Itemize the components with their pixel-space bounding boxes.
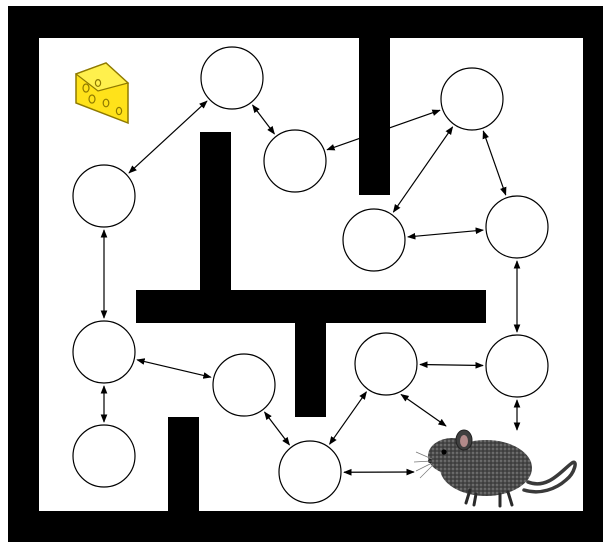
maze-node-n5	[342, 208, 406, 272]
edge-n10-mouse	[400, 393, 447, 427]
maze-node-n10	[354, 332, 418, 396]
maze-edges	[100, 100, 521, 476]
maze-node-n8	[72, 424, 136, 488]
outer-wall-right	[583, 6, 603, 542]
inner-wall-center-lower	[295, 323, 326, 417]
edge-n5-n6	[407, 227, 484, 240]
inner-wall-bottom	[168, 417, 199, 511]
maze-nodes	[72, 46, 549, 504]
maze-node-n3	[263, 129, 327, 193]
inner-wall-center-vertical	[200, 132, 231, 292]
outer-wall-bottom	[8, 511, 594, 542]
inner-wall-top-right	[359, 38, 390, 195]
edge-n1-n2	[128, 100, 208, 174]
cheese-icon	[74, 62, 130, 125]
edge-n12-n10	[329, 391, 367, 445]
edge-n1-n3	[252, 104, 275, 135]
edge-n7-n9	[136, 358, 212, 379]
outer-wall-top	[8, 6, 594, 38]
maze-node-n9	[212, 353, 276, 417]
inner-wall-horizontal	[136, 290, 486, 323]
edge-n3-n4	[326, 109, 441, 151]
mouse-icon	[413, 429, 577, 508]
maze-node-n6	[485, 195, 549, 259]
maze-node-n12	[278, 440, 342, 504]
edge-n9-n12	[264, 411, 290, 446]
outer-wall-left	[8, 6, 39, 542]
maze-node-n4	[440, 67, 504, 131]
edge-n4-n5	[392, 126, 454, 213]
maze-node-n1	[200, 46, 264, 110]
edge-n10-n11	[419, 361, 484, 369]
edge-n4-n6	[482, 130, 507, 196]
maze-node-n11	[485, 334, 549, 398]
maze-node-n2	[72, 164, 136, 228]
maze-node-n7	[72, 320, 136, 384]
